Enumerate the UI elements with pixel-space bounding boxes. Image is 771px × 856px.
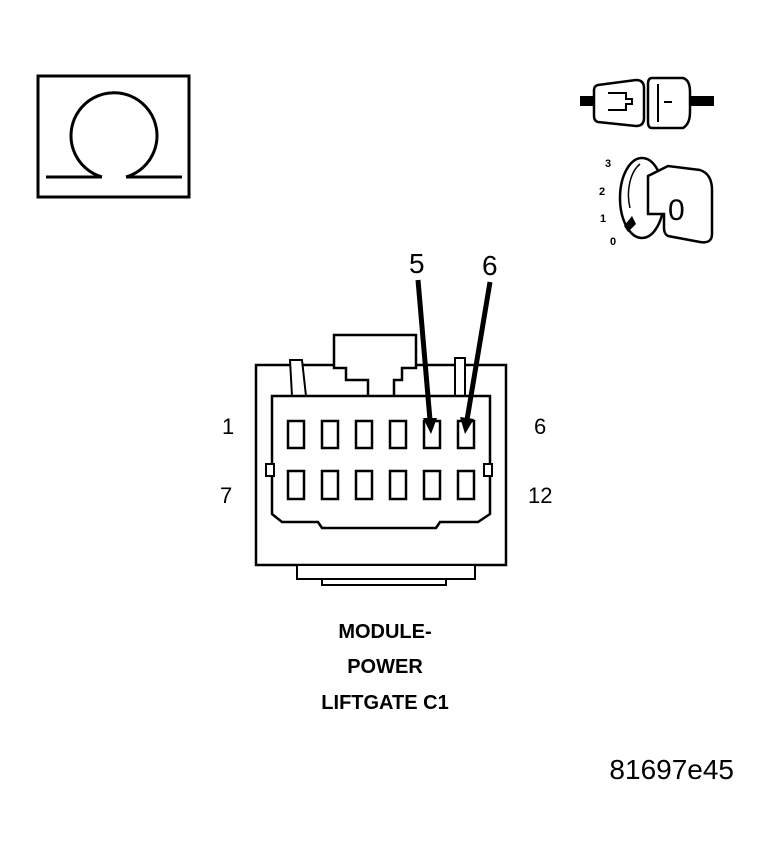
key-position-marker [624, 216, 636, 232]
pin-label-top-left: 1 [222, 414, 234, 439]
pin-cavity-9 [354, 469, 374, 501]
pin-label-bottom-right: 12 [528, 483, 552, 508]
pin-cavity-3 [354, 419, 374, 450]
pin-cavity-7 [286, 469, 306, 501]
key-position-3: 3 [605, 158, 611, 170]
pin-cavity-11 [422, 469, 442, 501]
key-position-0: 0 [610, 236, 616, 248]
ignition-key-icon: 3 2 1 0 0 [599, 156, 714, 248]
cavity-row-top [286, 419, 476, 450]
pin-cavity-2 [320, 419, 340, 450]
connector-title-line-2: POWER [347, 656, 423, 678]
connector-face [254, 333, 508, 586]
key-position-2: 2 [599, 186, 605, 198]
key-position-1: 1 [600, 213, 606, 225]
pin-cavity-1 [286, 419, 306, 450]
cavity-row-bottom [286, 469, 476, 501]
callout-label-6: 6 [482, 250, 498, 281]
pin-cavity-10 [388, 469, 408, 501]
pin-cavity-12 [456, 469, 476, 501]
pin-label-bottom-left: 7 [220, 483, 232, 508]
connector-title-line-1: MODULE- [338, 621, 431, 643]
callout-label-5: 5 [409, 248, 425, 279]
key-face-label: 0 [668, 194, 685, 227]
connector-title-line-3: LIFTGATE C1 [321, 692, 448, 714]
pin-label-top-right: 6 [534, 414, 546, 439]
figure-code: 81697e45 [609, 754, 734, 785]
ohmmeter-icon [36, 74, 191, 199]
callout-arrow-pin-5 [415, 279, 437, 434]
disconnected-connector-icon [580, 76, 714, 130]
pin-cavity-8 [320, 469, 340, 501]
callout-arrow-pin-6 [460, 281, 493, 434]
pin-cavity-4 [388, 419, 408, 450]
